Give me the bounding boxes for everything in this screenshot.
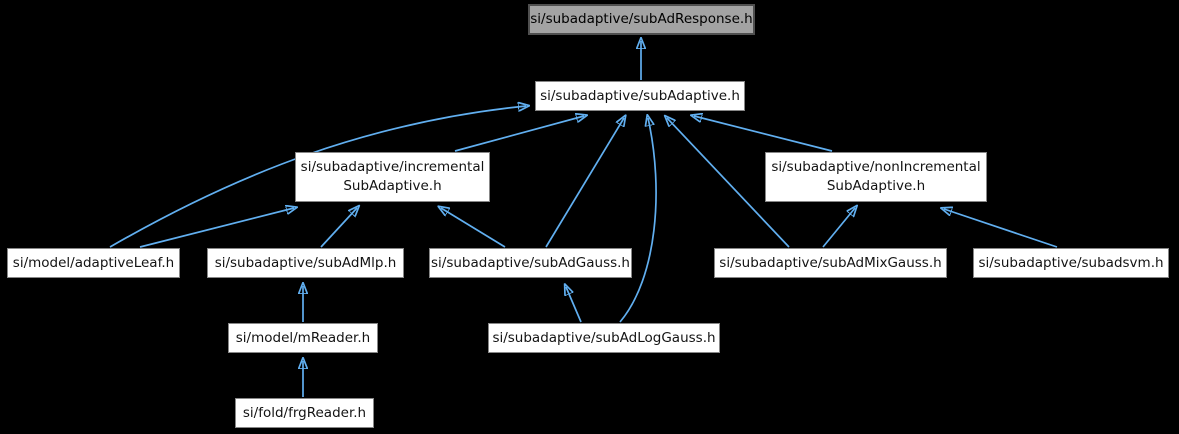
node-label: si/subadaptive/subadsvm.h xyxy=(978,254,1164,271)
node-subadsvm[interactable]: si/subadaptive/subadsvm.h xyxy=(973,248,1169,278)
node-label: si/subadaptive/subAdMlp.h xyxy=(214,254,397,271)
node-label: si/subadaptive/subAdaptive.h xyxy=(540,87,740,104)
edge-subAdLogGauss-to-subAdaptive xyxy=(619,118,657,323)
node-label-line1: si/subadaptive/incremental xyxy=(300,159,485,175)
node-label: si/subadaptive/subAdMixGauss.h xyxy=(719,254,942,271)
node-subAdLogGauss[interactable]: si/subadaptive/subAdLogGauss.h xyxy=(488,323,720,353)
node-adaptiveLeaf[interactable]: si/model/adaptiveLeaf.h xyxy=(7,248,180,278)
node-label: si/model/mReader.h xyxy=(235,329,371,346)
node-label: si/fold/frgReader.h xyxy=(242,404,367,421)
edge-adaptiveLeaf-to-incrementalSubAdaptive xyxy=(139,208,294,248)
node-subAdResponse: si/subadaptive/subAdResponse.h xyxy=(528,4,755,35)
node-label-line1: si/subadaptive/nonIncremental xyxy=(771,159,981,175)
edge-subAdMixGauss-to-subAdaptive xyxy=(667,118,790,248)
node-label: si/model/adaptiveLeaf.h xyxy=(12,254,175,271)
edge-subAdMixGauss-to-nonIncrementalSubAdaptive xyxy=(822,208,855,248)
node-subAdaptive[interactable]: si/subadaptive/subAdaptive.h xyxy=(535,81,745,111)
node-frgReader[interactable]: si/fold/frgReader.h xyxy=(235,398,374,428)
node-label-line2: SubAdaptive.h xyxy=(343,178,442,194)
edge-nonIncrementalSubAdaptive-to-subAdaptive xyxy=(694,116,833,152)
node-label: si/subadaptive/subAdGauss.h xyxy=(431,254,630,271)
node-label: si/subadaptive/subAdLogGauss.h xyxy=(492,329,716,346)
node-nonIncrementalSubAdaptive[interactable]: si/subadaptive/nonIncremental SubAdaptiv… xyxy=(765,152,987,202)
edge-subAdGauss-to-subAdaptive xyxy=(545,118,624,248)
node-mReader[interactable]: si/model/mReader.h xyxy=(228,323,378,353)
node-subAdGauss[interactable]: si/subadaptive/subAdGauss.h xyxy=(429,248,632,278)
edge-subAdGauss-to-incrementalSubAdaptive xyxy=(441,208,506,248)
edge-incrementalSubAdaptive-to-subAdaptive xyxy=(454,116,584,152)
node-label: si/subadaptive/subAdResponse.h xyxy=(530,11,753,27)
edge-subAdMlp-to-incrementalSubAdaptive xyxy=(320,208,357,248)
edge-subadsvm-to-nonIncrementalSubAdaptive xyxy=(944,209,1058,248)
edge-subAdLogGauss-to-subAdGauss xyxy=(566,287,582,323)
node-label-line2: SubAdaptive.h xyxy=(826,178,926,194)
node-incrementalSubAdaptive[interactable]: si/subadaptive/incremental SubAdaptive.h xyxy=(295,152,490,202)
node-subAdMlp[interactable]: si/subadaptive/subAdMlp.h xyxy=(207,248,404,278)
node-subAdMixGauss[interactable]: si/subadaptive/subAdMixGauss.h xyxy=(714,248,947,278)
